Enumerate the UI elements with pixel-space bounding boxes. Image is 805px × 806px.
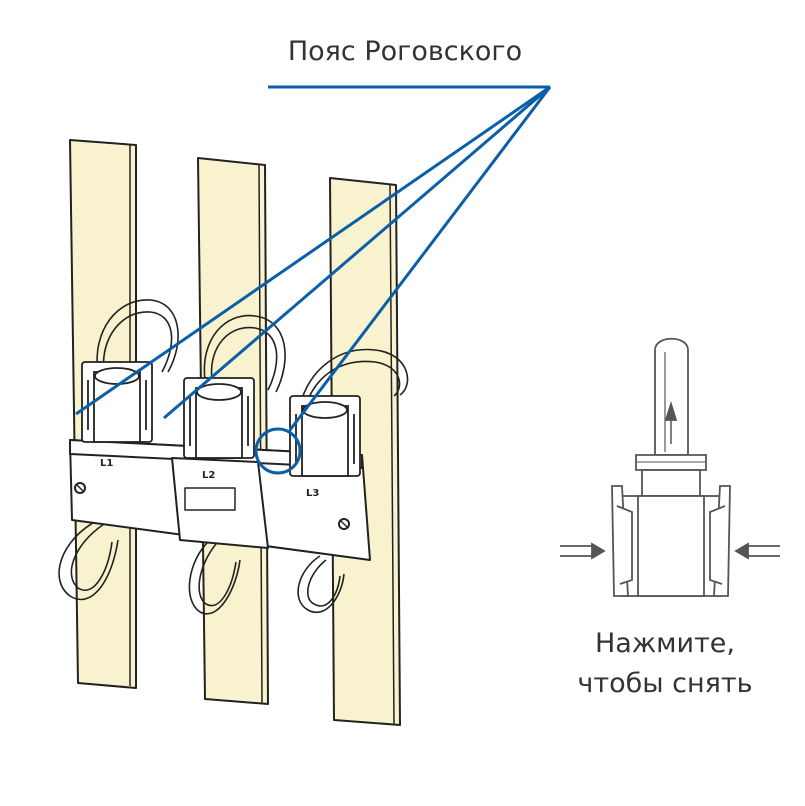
- left-press-arrow-icon: [560, 542, 606, 560]
- release-clip-detail: [611, 337, 731, 597]
- release-instruction: Нажмите, чтобы снять: [545, 624, 785, 704]
- connector-l3: [289, 395, 361, 477]
- leader-lines: [75, 85, 552, 475]
- release-instruction-line-1: Нажмите,: [594, 628, 735, 659]
- connector-clips: [81, 361, 361, 477]
- connector-l2: [183, 377, 255, 459]
- press-arrows: [560, 542, 780, 560]
- connector-l1: [81, 361, 153, 443]
- rogowski-loops: [58, 299, 409, 615]
- right-press-arrow-icon: [734, 542, 780, 560]
- highlight-circle: [254, 427, 302, 475]
- phase-label-l2: L2: [202, 470, 215, 481]
- phase-label-l1: L1: [100, 458, 113, 469]
- release-instruction-line-2: чтобы снять: [577, 668, 753, 699]
- rogowski-coil-label: Пояс Роговского: [287, 36, 523, 67]
- phase-label-l3: L3: [306, 488, 319, 499]
